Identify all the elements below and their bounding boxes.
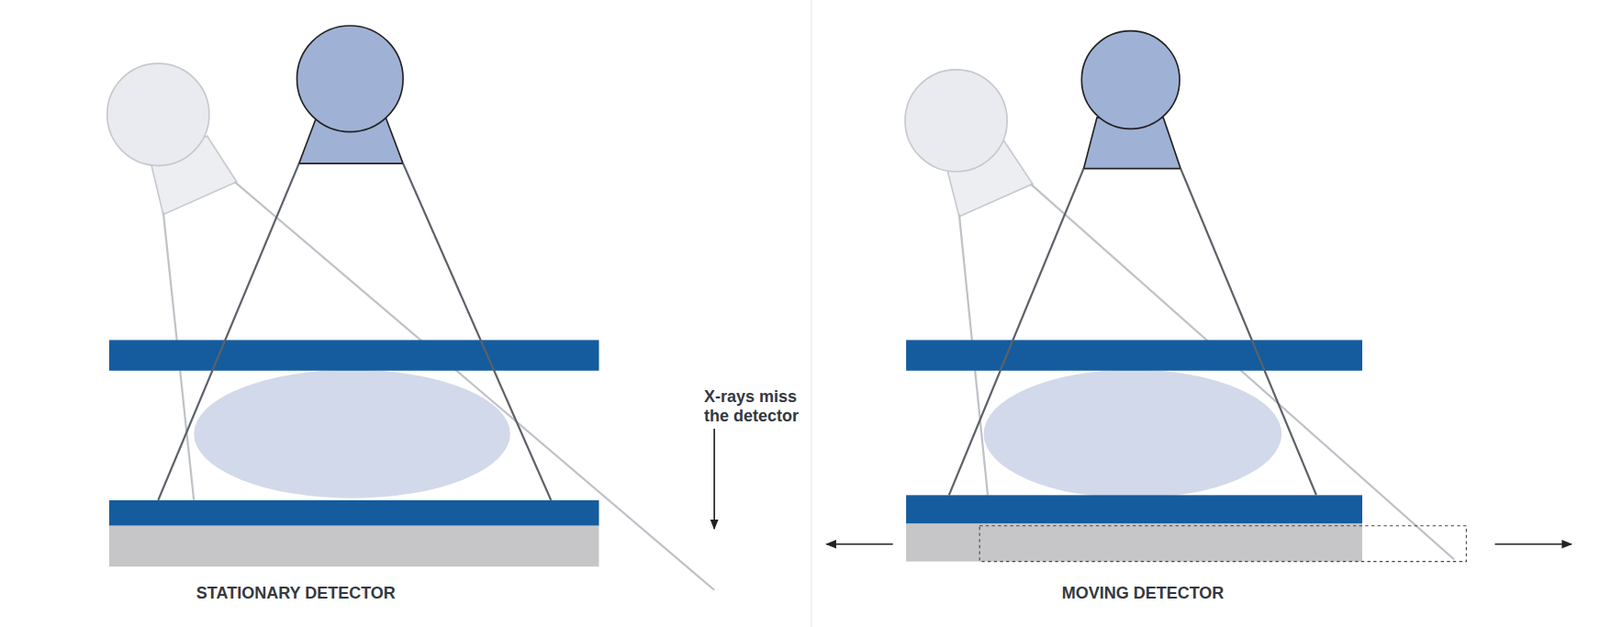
compression-plate bbox=[109, 339, 600, 370]
beam-edge bbox=[949, 168, 1085, 496]
callout-note: X-rays miss the detector bbox=[704, 387, 813, 426]
panel-divider bbox=[810, 0, 813, 627]
ghost-tube bbox=[905, 69, 1007, 172]
stationary-panel bbox=[107, 25, 715, 591]
motion-arrow bbox=[826, 543, 893, 546]
breast-tissue bbox=[984, 369, 1283, 499]
detector bbox=[906, 523, 1363, 561]
detector-moved-outline bbox=[979, 525, 1466, 562]
support-plate bbox=[109, 500, 600, 526]
x-ray-tube bbox=[296, 25, 403, 133]
beam-edge bbox=[1180, 168, 1317, 496]
panel-caption: STATIONARY DETECTOR bbox=[196, 583, 396, 604]
compression-plate bbox=[906, 339, 1363, 370]
pointer-arrow bbox=[713, 428, 716, 529]
moving-panel bbox=[826, 31, 1571, 562]
ghost-tube bbox=[107, 63, 210, 166]
x-ray-tube bbox=[1081, 31, 1180, 130]
motion-arrow bbox=[1495, 543, 1572, 546]
support-plate bbox=[906, 494, 1363, 524]
beam-edge bbox=[402, 163, 551, 501]
breast-tissue bbox=[193, 369, 511, 499]
beam-edge bbox=[157, 163, 299, 501]
panel-caption: MOVING DETECTOR bbox=[1062, 583, 1225, 604]
detector bbox=[109, 525, 600, 567]
